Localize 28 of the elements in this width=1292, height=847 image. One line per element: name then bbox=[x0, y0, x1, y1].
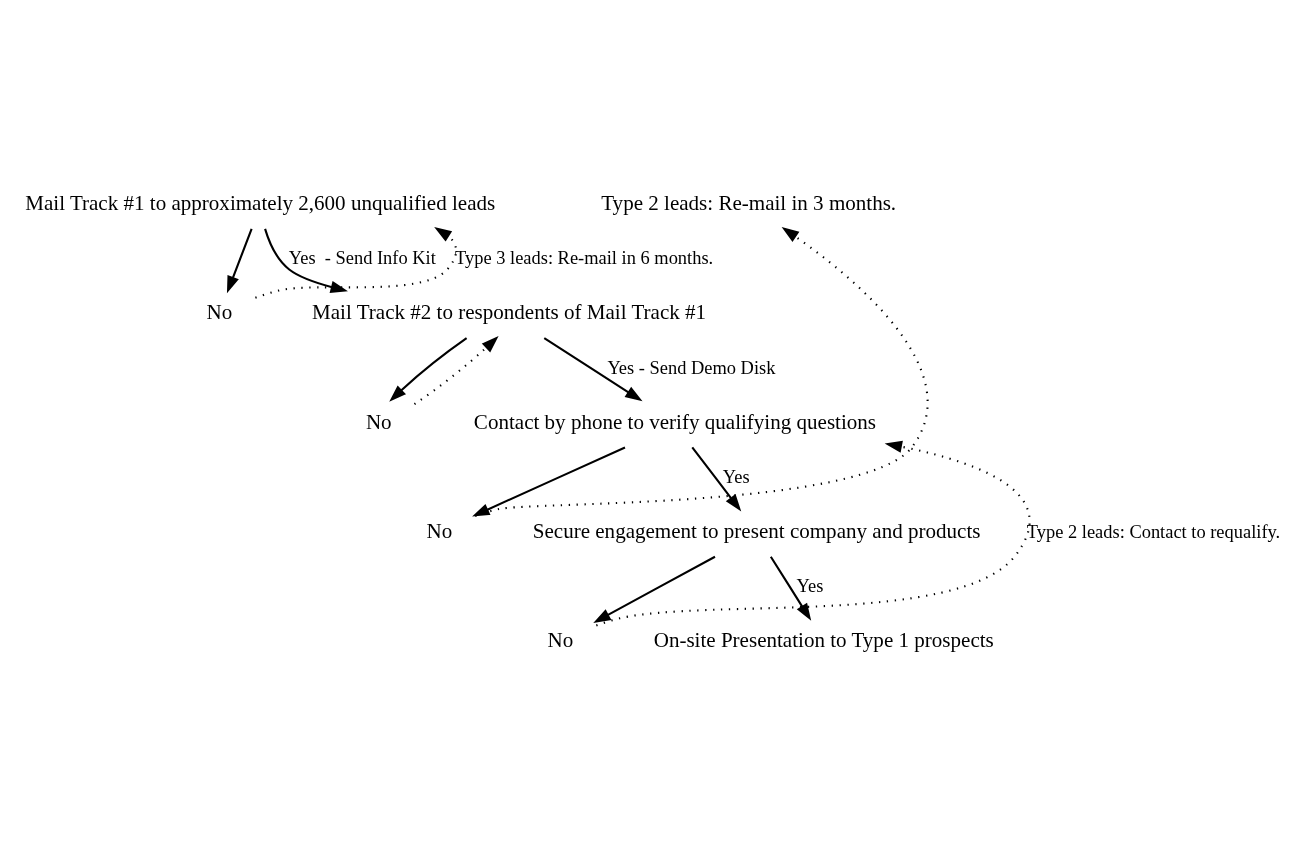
node-text: Mail Track #2 to respondents of Mail Track #1 bbox=[312, 300, 707, 325]
edge-label: Yes bbox=[796, 576, 824, 597]
arrow bbox=[255, 227, 458, 299]
node-text: Secure engagement to present company and products bbox=[532, 518, 981, 543]
arrow bbox=[593, 555, 716, 623]
arrow bbox=[264, 228, 348, 293]
arrow bbox=[595, 440, 1031, 627]
arrow bbox=[543, 337, 643, 402]
arrow bbox=[472, 446, 626, 517]
edge-label: Yes bbox=[722, 467, 750, 488]
edge-label: Type 2 leads: Contact to requalify. bbox=[1026, 521, 1281, 542]
arrow bbox=[226, 228, 253, 294]
arrow bbox=[691, 446, 742, 512]
node-text: No bbox=[206, 300, 233, 325]
node-text: Type 2 leads: Re-mail in 3 months. bbox=[601, 190, 897, 215]
node-text: Contact by phone to verify qualifying questions bbox=[473, 409, 877, 434]
edge-label: Yes - Send Info Kit bbox=[288, 248, 436, 269]
node-text: No bbox=[547, 628, 574, 653]
node-text: No bbox=[426, 518, 453, 543]
node-text: Mail Track #1 to approximately 2,600 unqualified leads bbox=[25, 190, 496, 215]
edge-label: Yes - Send Demo Disk bbox=[607, 357, 776, 378]
edge-label: Type 3 leads: Re-mail in 6 months. bbox=[455, 248, 714, 269]
arrow bbox=[389, 337, 468, 402]
node-text: On-site Presentation to Type 1 prospects bbox=[653, 628, 994, 653]
node-text: No bbox=[365, 409, 392, 434]
arrow bbox=[769, 556, 812, 621]
arrow bbox=[413, 335, 499, 406]
arrow bbox=[474, 226, 929, 518]
